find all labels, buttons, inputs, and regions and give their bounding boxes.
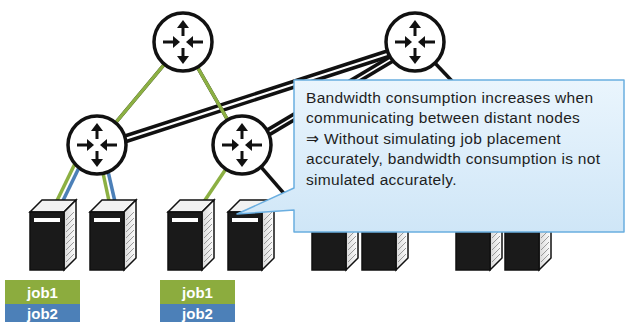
job-name: job1 [27,284,58,301]
callout-text: ⇒ Without simulating job placement accur… [306,129,614,190]
job-label: job1 [5,280,80,304]
job-name: job2 [182,305,213,322]
callout-box: Bandwidth consumption increases when com… [294,80,624,232]
callout-outline [237,80,624,232]
job-name: job2 [27,305,58,322]
job-label: job1 [160,280,235,304]
job-label: job2 [5,304,80,322]
job-label: job2 [160,304,235,322]
callout-text: Bandwidth consumption increases when com… [306,88,614,129]
job-name: job1 [182,284,213,301]
